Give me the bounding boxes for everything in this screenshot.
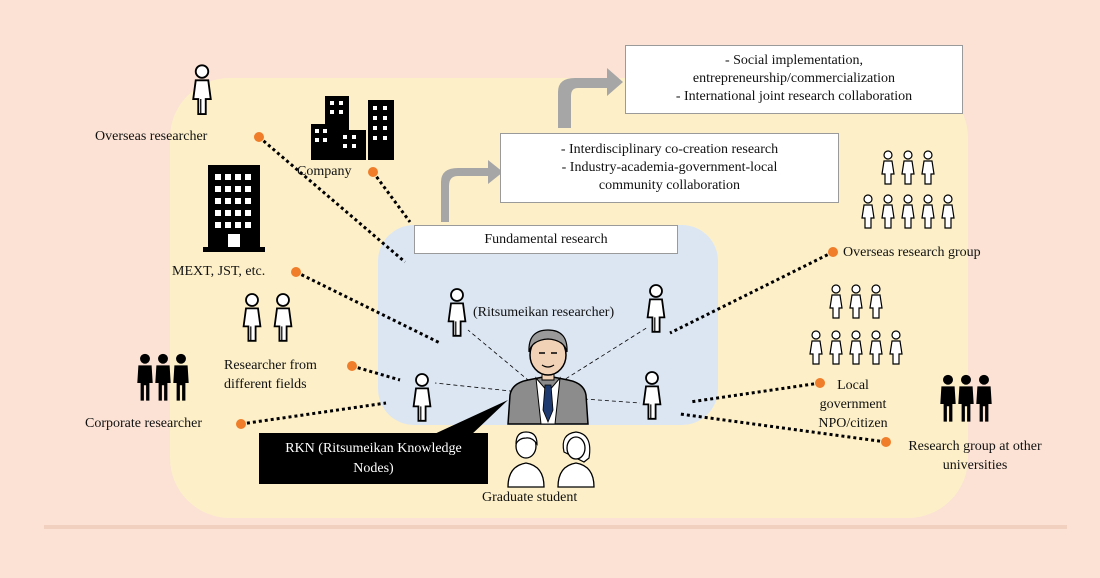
label-overseas-group: Overseas research group	[843, 245, 981, 260]
outcome-box-middle: - Interdisciplinary co-creation research…	[500, 133, 839, 203]
outcome-line: - International joint research collabora…	[675, 89, 913, 104]
label-overseas-researcher: Overseas researcher	[95, 129, 208, 144]
outcome-line: - Industry-academia-government-local	[561, 160, 778, 175]
label-graduate-student: Graduate student	[482, 490, 578, 505]
base-strip	[44, 525, 1067, 529]
callout-tail	[430, 400, 508, 436]
label-local-government: Local government NPO/citizen	[818, 378, 888, 431]
label-mext: MEXT, JST, etc.	[172, 264, 266, 279]
label-ritsumeikan-researcher: (Ritsumeikan researcher)	[473, 305, 615, 320]
inner-area	[378, 225, 718, 425]
outcome-line: - Interdisciplinary co-creation research	[560, 142, 779, 157]
building-icon	[311, 96, 394, 160]
label-other-universities: Research group at other universities	[908, 439, 1042, 473]
outcome-line: community collaboration	[598, 178, 741, 193]
dotted-connectors	[240, 135, 887, 444]
office-tower-icon	[203, 165, 265, 252]
fundamental-research-box: Fundamental research	[414, 225, 678, 254]
outcome-line: - Social implementation,	[724, 53, 864, 68]
outcome-line: entrepreneurship/commercialization	[692, 71, 896, 86]
label-company: Company	[297, 164, 352, 179]
outcome-box-top: - Social implementation, entrepreneurshi…	[625, 45, 963, 114]
arrow-up-2	[558, 68, 623, 128]
arrow-up-1	[441, 160, 503, 222]
rkn-callout: RKN (Ritsumeikan Knowledge Nodes)	[259, 433, 488, 484]
professor-icon	[507, 329, 589, 425]
orange-dots	[236, 132, 891, 447]
student-icon	[507, 431, 595, 488]
label-researcher-fields: Researcher from different fields	[224, 358, 317, 392]
label-corporate-researcher: Corporate researcher	[85, 416, 202, 431]
